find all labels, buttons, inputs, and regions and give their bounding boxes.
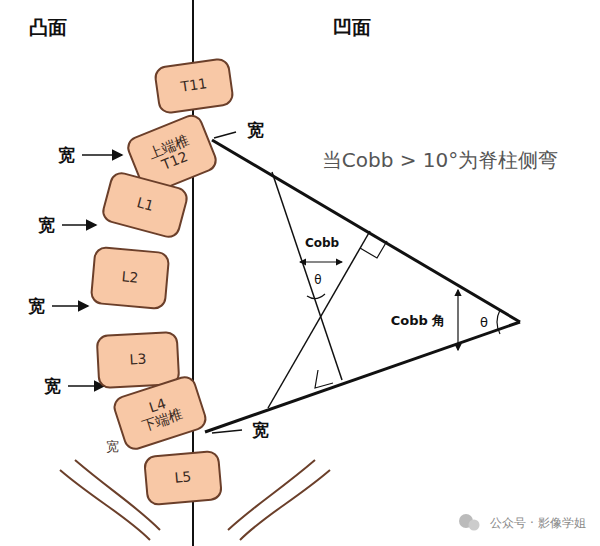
vertebra-label: L5: [174, 470, 192, 487]
angle-label: Cobb: [304, 236, 340, 250]
wide-mark: 宽: [28, 295, 45, 318]
wide-mark: 宽: [252, 419, 269, 442]
watermark: 公众号 · 影像学姐: [490, 515, 585, 532]
vertebra-label: L2: [121, 270, 139, 287]
angle-symbol: θ: [313, 273, 322, 287]
angle-symbol: θ: [479, 315, 489, 330]
side-title: 凹面: [333, 15, 371, 41]
vertebra: L2: [90, 246, 171, 310]
wide-mark: 宽: [106, 438, 119, 456]
angle-label: Cobb 角: [390, 312, 447, 330]
wide-mark: 宽: [44, 375, 61, 398]
vertebra-label: L1: [135, 195, 155, 214]
wide-mark: 宽: [38, 214, 55, 237]
side-title: 凸面: [29, 15, 67, 41]
vertebra-label: L3: [129, 352, 147, 368]
vertebra-label: T11: [180, 77, 208, 96]
wide-mark: 宽: [247, 119, 264, 142]
vertebra: T11: [153, 57, 235, 115]
criterion-note: 当Cobb > 10°为脊柱侧弯: [322, 147, 559, 174]
vertebra-label: 下端椎: [140, 407, 185, 435]
wide-mark: 宽: [58, 144, 75, 167]
vertebra: L5: [143, 450, 223, 506]
